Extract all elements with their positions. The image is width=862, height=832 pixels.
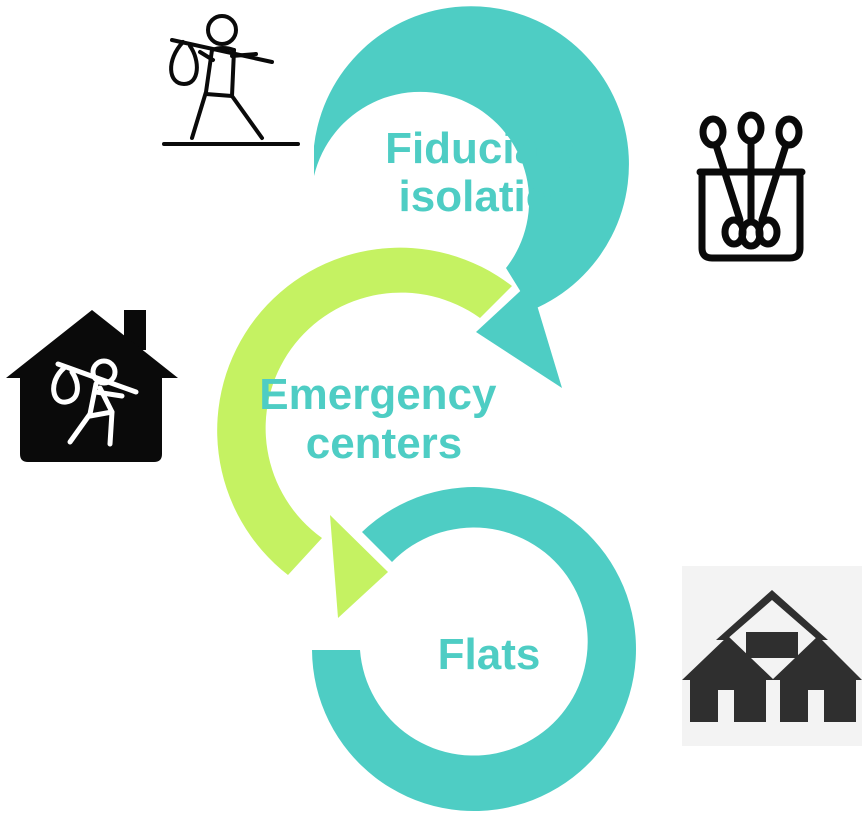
stage-1-arrow bbox=[314, 6, 629, 388]
stage-1-label: Fiduciary isolation bbox=[385, 124, 593, 221]
stage-2-arrow bbox=[217, 247, 512, 618]
stage-2-label-line-1: Emergency bbox=[259, 370, 497, 419]
stage-3-arrow bbox=[312, 487, 636, 812]
house-traveler-icon bbox=[6, 310, 178, 462]
stage-1-label-line-1: Fiduciary bbox=[385, 124, 581, 173]
stage-2-label-line-2: centers bbox=[306, 419, 463, 468]
houses-icon bbox=[682, 566, 862, 746]
traveler-icon bbox=[162, 14, 300, 146]
stage-3-label: Flats bbox=[438, 630, 541, 679]
cotton-swabs-icon bbox=[696, 111, 806, 262]
stage-1-label-line-2: isolation bbox=[399, 172, 580, 221]
stage-2-label: Emergency centers bbox=[259, 370, 508, 468]
